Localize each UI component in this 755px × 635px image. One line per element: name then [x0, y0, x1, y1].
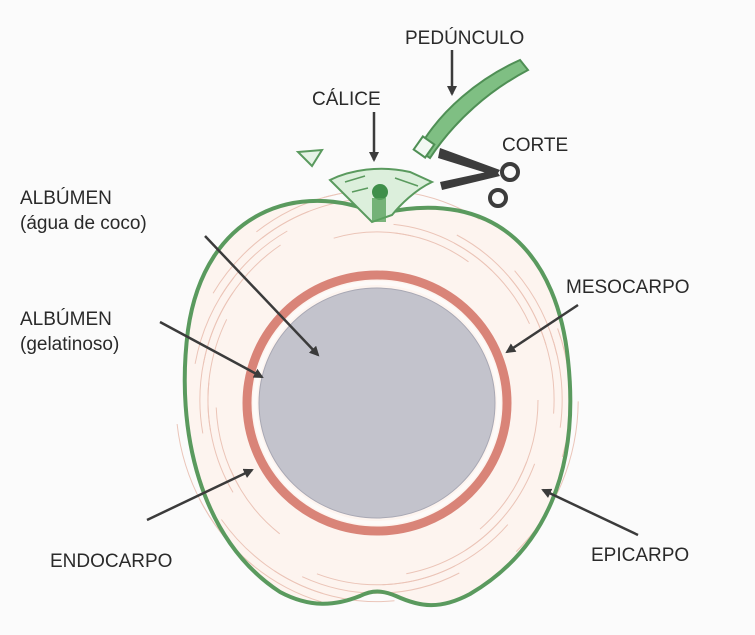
label-albumen-gel-2: (gelatinoso) — [20, 333, 119, 356]
cut-piece — [298, 150, 322, 166]
label-mesocarp: MESOCARPO — [566, 276, 690, 299]
label-albumen-gel-1: ALBÚMEN — [20, 308, 112, 331]
label-endocarp: ENDOCARPO — [50, 550, 172, 573]
calyx-stem — [372, 198, 386, 222]
calyx-center — [372, 184, 388, 200]
label-cut: CORTE — [502, 134, 568, 157]
label-albumen-water-2: (água de coco) — [20, 212, 147, 235]
arrow-epicarp — [543, 490, 638, 535]
label-peduncle: PEDÚNCULO — [405, 27, 524, 50]
label-albumen-water-1: ALBÚMEN — [20, 187, 112, 210]
label-calyx: CÁLICE — [312, 88, 381, 111]
albumen-cavity — [259, 288, 495, 518]
label-epicarp: EPICARPO — [591, 544, 689, 567]
